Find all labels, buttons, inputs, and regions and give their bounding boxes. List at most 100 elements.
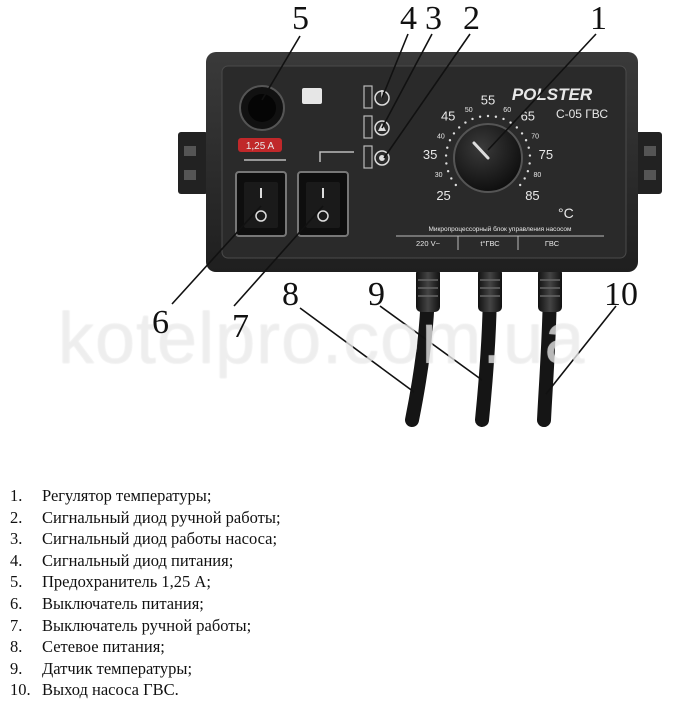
callout-9: 9 — [368, 276, 385, 313]
unit-label: °C — [558, 205, 574, 221]
legend-item: 2. Сигнальный диод ручной работы; — [10, 507, 690, 529]
leader-4 — [381, 33, 409, 99]
legend-num: 8. — [10, 637, 23, 657]
port-label-pump: ГВС — [545, 239, 560, 248]
dial-tick — [494, 115, 498, 118]
legend-num: 1. — [10, 486, 23, 505]
legend-text: Сигнальный диод работы насоса; — [42, 529, 278, 549]
led-power-indicator — [363, 85, 390, 109]
legend-text: Регулятор температуры; — [42, 486, 212, 505]
dial-tick — [457, 126, 461, 129]
legend-item: 7.Выключатель ручной работы; — [10, 615, 690, 637]
controller-illustration: 1,25 A POLSTER C-05 ГВС 253 — [171, 33, 662, 427]
dial-tick — [450, 177, 453, 180]
dial-label: 45 — [441, 108, 455, 123]
dial-tick — [446, 146, 449, 149]
leader-7 — [233, 205, 324, 307]
leader-3 — [381, 33, 433, 129]
callout-2: 2 — [463, 0, 480, 37]
fuse-holder: 1,25 A — [238, 85, 285, 152]
dial-tick — [527, 146, 530, 149]
dial-label: 50 — [465, 107, 473, 114]
leader-2 — [383, 33, 471, 159]
dial-tick — [445, 162, 448, 165]
dial-label: 70 — [531, 133, 539, 140]
power-indicator-window — [302, 88, 322, 104]
cables — [405, 268, 562, 427]
dial-label: 80 — [533, 172, 541, 179]
legend-text: Сетевое питания; — [42, 637, 165, 657]
dial-tick — [454, 183, 458, 187]
legend-num: 10. — [10, 680, 31, 700]
model-label: C-05 ГВС — [556, 107, 608, 121]
dial-label: 75 — [539, 147, 553, 162]
callout-8: 8 — [282, 276, 299, 313]
legend-text: Выход насоса ГВС. — [42, 680, 179, 700]
leader-5 — [261, 35, 301, 101]
dial-label: 30 — [435, 172, 443, 179]
legend-item: 3. Сигнальный диод работы насоса; — [10, 528, 690, 550]
callout-3: 3 — [425, 0, 442, 37]
legend-num: 3. — [10, 529, 23, 549]
dial-tick — [452, 132, 456, 135]
legend-text: Сигнальный диод ручной работы; — [42, 507, 281, 527]
mounting-bracket-left — [178, 132, 208, 194]
callout-6: 6 — [152, 304, 169, 341]
legend-item: 9. Датчик температуры; — [10, 658, 690, 680]
callout-7: 7 — [232, 308, 249, 345]
dial-tick — [464, 121, 467, 124]
dial-label: 25 — [436, 188, 450, 203]
manual-symbol-line — [319, 151, 354, 162]
legend-list: 1. Регулятор температуры; 2. Сигнальный ди… — [10, 485, 690, 701]
dial-tick — [486, 114, 490, 118]
mounting-bracket-right — [632, 132, 662, 194]
dial-tick — [478, 115, 482, 118]
legend-item: 10. Выход насоса ГВС. — [10, 679, 690, 701]
dial-label: 55 — [481, 93, 495, 108]
legend-text: Выключатель питания; — [42, 593, 204, 613]
led-manual-indicator — [363, 145, 390, 169]
panel-caption: Микропроцессорный блок управления насосо… — [428, 225, 572, 233]
dial-label: 65 — [521, 108, 535, 123]
leader-lines — [171, 33, 617, 395]
dial-label: 60 — [503, 107, 511, 114]
dial-tick — [520, 132, 524, 135]
dial-tick — [518, 183, 522, 187]
dial-tick — [471, 117, 474, 121]
legend-num: 9. — [10, 658, 23, 678]
callout-10: 10 — [604, 276, 638, 313]
dial-tick — [524, 139, 528, 142]
leader-6 — [171, 205, 262, 305]
legend-text: Выключатель ручной работы; — [42, 615, 252, 635]
dial-tick — [528, 154, 532, 157]
legend-num: 6. — [10, 593, 23, 613]
leader-8 — [299, 307, 415, 393]
callout-5: 5 — [292, 0, 309, 37]
leader-10 — [545, 305, 617, 395]
legend-item: 4. Сигнальный диод питания; — [10, 550, 690, 572]
legend-num: 5. — [10, 572, 23, 592]
legend-item: 6. Выключатель питания; — [10, 593, 690, 615]
dial-tick — [526, 170, 530, 173]
watermark: kotelpro.com.ua — [58, 299, 586, 379]
dial-tick — [515, 126, 519, 129]
legend-text: Датчик температуры; — [42, 658, 193, 678]
legend-item: 1. Регулятор температуры; — [10, 485, 690, 507]
callout-4: 4 — [400, 0, 417, 37]
dial-tick — [502, 117, 505, 121]
legend-text: Сигнальный диод питания; — [42, 550, 234, 570]
dial-tick — [509, 121, 512, 124]
dial-tick — [528, 162, 531, 165]
dial-tick — [523, 177, 526, 180]
legend-text: Предохранитель 1,25 А; — [42, 572, 211, 592]
dial-tick — [446, 170, 450, 173]
dial-ticks — [444, 114, 532, 187]
legend-item: 5. Предохранитель 1,25 А; — [10, 571, 690, 593]
legend-num: 2. — [10, 507, 23, 527]
legend-num: 4. — [10, 550, 23, 570]
dial-tick — [448, 139, 452, 142]
leader-1 — [487, 33, 597, 151]
port-label-power: 220 V~ — [416, 239, 441, 248]
